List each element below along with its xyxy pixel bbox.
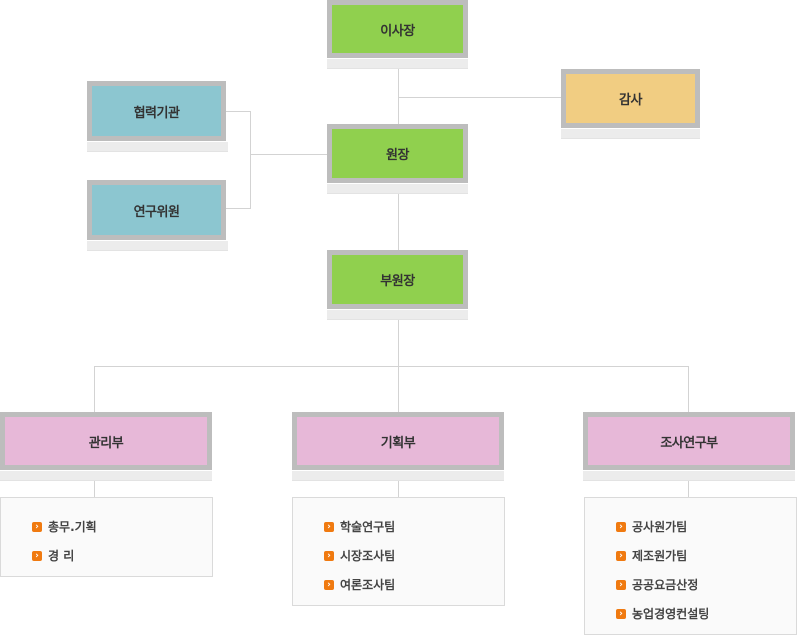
- team-item: › 공공요금산정: [616, 570, 796, 599]
- node-research-shadow: [583, 471, 795, 481]
- node-cooperation-label: 협력기관: [92, 86, 221, 136]
- node-auditor-shadow: [561, 129, 700, 139]
- connector-director-vice: [398, 193, 399, 251]
- node-director: 원장: [327, 124, 468, 183]
- team-item: › 공사원가팀: [616, 512, 796, 541]
- node-planning-shadow: [292, 471, 504, 481]
- team-item-label: 총무.기획: [48, 520, 97, 534]
- arrow-bullet-icon: ›: [324, 579, 334, 590]
- connector-management-teams: [94, 481, 95, 498]
- team-item-label: 공사원가팀: [632, 520, 688, 534]
- connector-branch-horizontal: [94, 366, 689, 367]
- arrow-bullet-icon: ›: [32, 550, 42, 561]
- arrow-bullet-icon: ›: [32, 521, 42, 532]
- team-item-label: 시장조사팀: [340, 549, 396, 563]
- node-planning: 기획부: [292, 412, 504, 470]
- team-list-planning: › 학술연구팀 › 시장조사팀 › 여론조사팀: [292, 497, 505, 606]
- team-item: › 총무.기획: [32, 512, 212, 541]
- node-director-shadow: [327, 184, 468, 194]
- arrow-bullet-icon: ›: [616, 550, 626, 561]
- team-list-management: › 총무.기획 › 경 리: [0, 497, 213, 577]
- node-chairman: 이사장: [327, 0, 468, 58]
- connector-cooperation: [226, 111, 250, 112]
- node-auditor-label: 감사: [566, 74, 695, 123]
- team-item: › 시장조사팀: [324, 541, 504, 570]
- connector-advisory-vertical: [250, 111, 251, 209]
- node-research-label: 조사연구부: [588, 417, 790, 465]
- team-item: › 학술연구팀: [324, 512, 504, 541]
- arrow-bullet-icon: ›: [324, 550, 334, 561]
- node-management-shadow: [0, 471, 212, 481]
- node-management: 관리부: [0, 412, 212, 470]
- connector-research-teams: [688, 481, 689, 498]
- team-item: › 제조원가팀: [616, 541, 796, 570]
- node-chairman-shadow: [327, 59, 468, 69]
- connector-branch-planning: [398, 366, 399, 413]
- connector-research-committee: [226, 208, 250, 209]
- team-item: › 경 리: [32, 541, 212, 570]
- team-item-label: 제조원가팀: [632, 549, 688, 563]
- team-list-research: › 공사원가팀 › 제조원가팀 › 공공요금산정 › 농업경영컨설팅: [584, 497, 797, 635]
- connector-planning-teams: [398, 481, 399, 498]
- team-item: › 여론조사팀: [324, 570, 504, 599]
- node-planning-label: 기획부: [297, 417, 499, 465]
- node-cooperation: 협력기관: [87, 81, 226, 141]
- node-vice-director: 부원장: [327, 250, 468, 309]
- node-research-committee-shadow: [87, 241, 228, 251]
- connector-advisory-horizontal: [250, 154, 328, 155]
- arrow-bullet-icon: ›: [616, 521, 626, 532]
- node-vice-director-shadow: [327, 310, 468, 320]
- node-vice-director-label: 부원장: [332, 255, 463, 304]
- connector-branch-management: [94, 366, 95, 413]
- connector-auditor: [399, 97, 562, 98]
- team-item-label: 농업경영컨설팅: [632, 607, 710, 621]
- team-item: › 농업경영컨설팅: [616, 599, 796, 628]
- arrow-bullet-icon: ›: [324, 521, 334, 532]
- connector-chairman-director: [398, 69, 399, 125]
- node-management-label: 관리부: [5, 417, 207, 465]
- node-cooperation-shadow: [87, 142, 228, 152]
- node-research: 조사연구부: [583, 412, 795, 470]
- node-director-label: 원장: [332, 129, 463, 178]
- connector-branch-research: [688, 366, 689, 413]
- team-item-label: 경 리: [48, 549, 75, 563]
- node-chairman-label: 이사장: [332, 5, 463, 53]
- node-auditor: 감사: [561, 69, 700, 128]
- team-item-label: 여론조사팀: [340, 578, 396, 592]
- arrow-bullet-icon: ›: [616, 608, 626, 619]
- node-research-committee-label: 연구위원: [92, 185, 221, 235]
- connector-vice-branch: [398, 319, 399, 366]
- node-research-committee: 연구위원: [87, 180, 226, 240]
- arrow-bullet-icon: ›: [616, 579, 626, 590]
- team-item-label: 공공요금산정: [632, 578, 699, 592]
- team-item-label: 학술연구팀: [340, 520, 396, 534]
